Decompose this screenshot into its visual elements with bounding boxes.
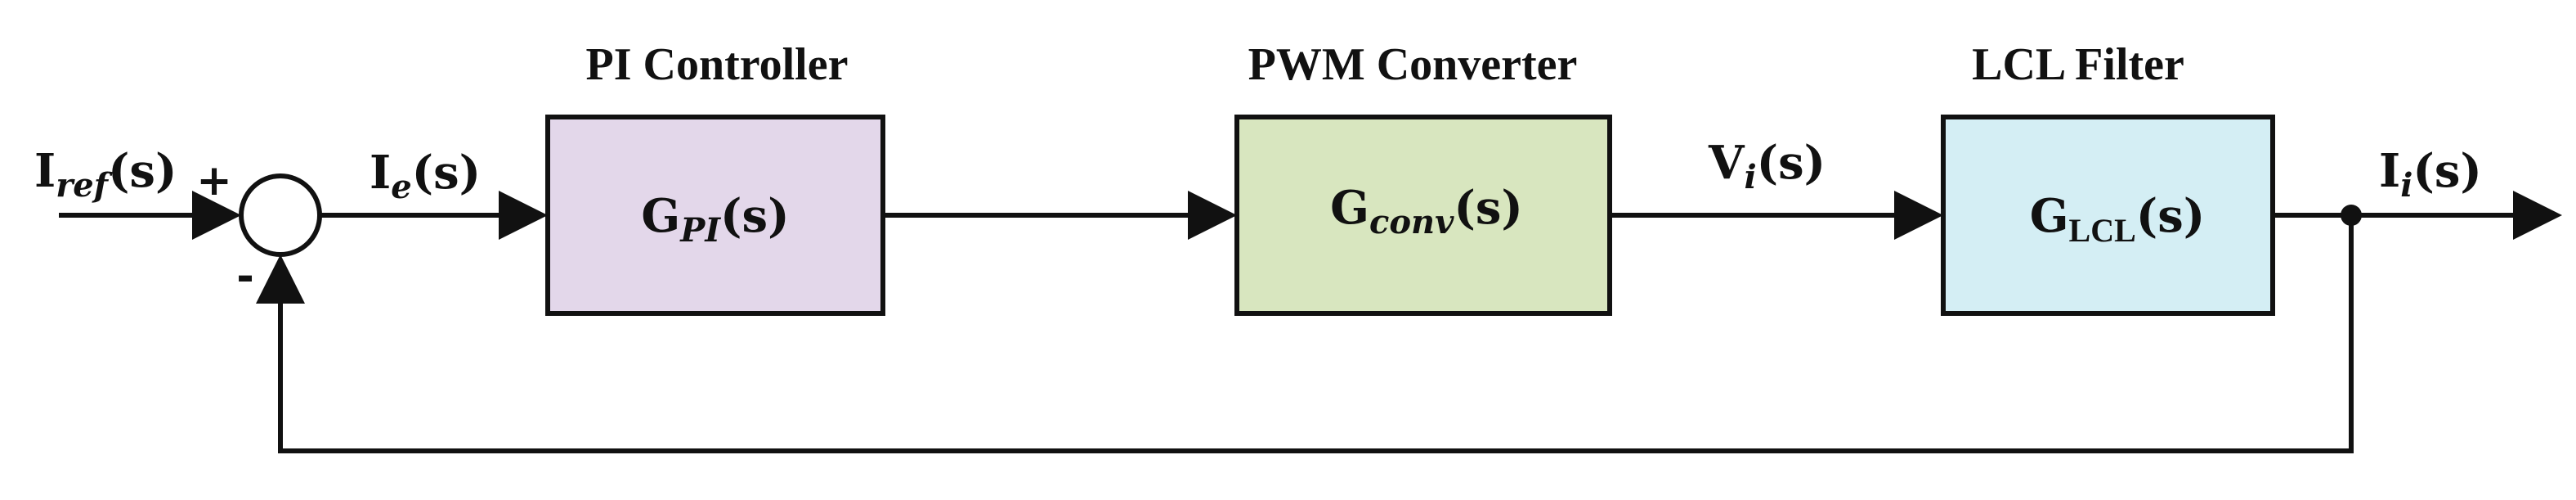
feedback-path — [256, 215, 2354, 453]
inverter-voltage-label: Vi(s) — [1708, 136, 1826, 196]
lcl-filter-block — [1941, 115, 2275, 316]
error-current-label: Ie(s) — [370, 146, 481, 206]
output-current-label: Ii(s) — [2379, 144, 2482, 205]
summing-junction — [239, 173, 322, 257]
reference-current-label: Iref(s) — [34, 144, 177, 205]
pi-controller-title: PI Controller — [586, 39, 849, 90]
pwm-converter-block — [1234, 115, 1612, 316]
branch-point — [2341, 205, 2362, 226]
conv-transfer-function: Gconv(s) — [1330, 181, 1523, 241]
lcl-filter-title: LCL Filter — [1972, 39, 2184, 90]
pi-transfer-function: GPI(s) — [641, 189, 789, 250]
plus-sign: + — [196, 156, 232, 205]
pi-controller-block — [545, 115, 885, 316]
minus-sign: - — [236, 252, 254, 301]
lcl-transfer-function: GLCL(s) — [2030, 189, 2206, 249]
pwm-converter-title: PWM Converter — [1248, 39, 1578, 90]
